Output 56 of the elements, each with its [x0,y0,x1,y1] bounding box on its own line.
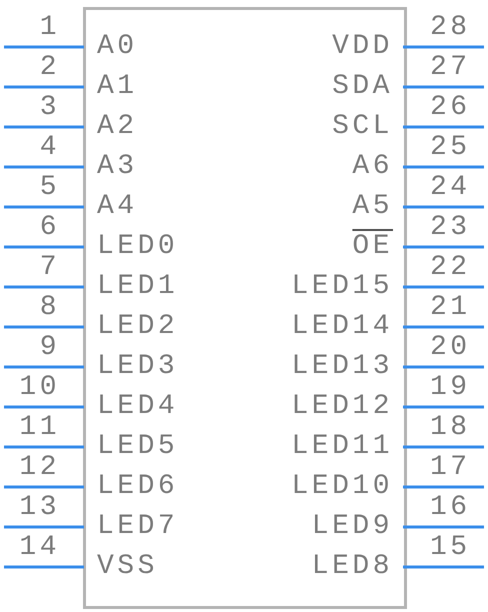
pin-name: LED7 [97,513,178,541]
pin-number: 10 [19,374,60,402]
pin-number: 9 [40,334,60,362]
pin-name: LED5 [97,433,178,461]
pin-name: A2 [97,113,138,141]
pin-number: 2 [40,54,60,82]
pin-name: A1 [97,73,138,101]
pin-name: LED8 [312,553,393,581]
pin-number: 4 [40,134,60,162]
pin-name: A5 [352,193,393,221]
pin-number: 3 [40,94,60,122]
pin-number: 16 [430,494,471,522]
pin-name: A0 [97,33,138,61]
pin-number: 23 [430,214,471,242]
pin-number: 20 [430,334,471,362]
pin-name: LED4 [97,393,178,421]
pin-name: OE [352,233,393,261]
pin-number: 11 [19,414,60,442]
pin-name: LED11 [291,433,393,461]
pin-number: 26 [430,94,471,122]
pin-number: 7 [40,254,60,282]
pin-name: VSS [97,553,158,581]
pin-number: 15 [430,534,471,562]
pin-name: LED2 [97,313,178,341]
pin-number: 6 [40,214,60,242]
pin-number: 19 [430,374,471,402]
pin-number: 18 [430,414,471,442]
pin-number: 13 [19,494,60,522]
pin-name: A4 [97,193,138,221]
pin-name: LED6 [97,473,178,501]
pin-number: 22 [430,254,471,282]
pin-name: LED10 [291,473,393,501]
pin-name: LED14 [291,313,393,341]
pin-number: 27 [430,54,471,82]
pin-name: A3 [97,153,138,181]
pin-number: 1 [40,14,60,42]
pin-number: 25 [430,134,471,162]
pin-name: SCL [332,113,393,141]
pin-name: LED12 [291,393,393,421]
pin-number: 21 [430,294,471,322]
pin-name: LED13 [291,353,393,381]
pin-name: LED1 [97,273,178,301]
pin-number: 5 [40,174,60,202]
pin-number: 24 [430,174,471,202]
pin-name: LED15 [291,273,393,301]
pin-number: 14 [19,534,60,562]
pin-number: 17 [430,454,471,482]
pin-name: LED0 [97,233,178,261]
pin-number: 8 [40,294,60,322]
pin-number: 28 [430,14,471,42]
pin-number: 12 [19,454,60,482]
pin-name: LED9 [312,513,393,541]
pin-name: A6 [352,153,393,181]
pin-name: VDD [332,33,393,61]
pin-name: SDA [332,73,393,101]
pin-name: LED3 [97,353,178,381]
